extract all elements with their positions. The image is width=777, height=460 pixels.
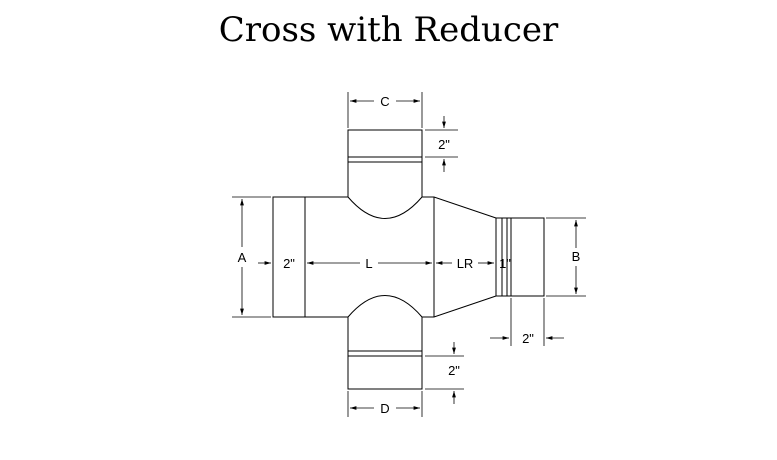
dimension-bottom-collar-label: 2": [448, 363, 460, 378]
top-branch-saddle: [347, 196, 423, 219]
dimension-d: D: [347, 391, 423, 417]
fitting-outline: [272, 129, 545, 390]
dimension-bottom-collar: 2": [425, 342, 464, 404]
dimension-l-label: L: [365, 256, 372, 271]
page-title: Cross with Reducer: [218, 10, 559, 50]
dimension-top-collar-label: 2": [438, 137, 450, 152]
dimension-left-collar-label: 2": [283, 256, 295, 271]
reducer-outlet: [495, 217, 545, 297]
dimension-chain: 2" L LR 1": [258, 256, 511, 271]
left-collar: [272, 196, 306, 318]
top-branch: [347, 129, 423, 197]
dimension-a-label: A: [238, 250, 247, 265]
dimension-lr-label: LR: [457, 256, 474, 271]
dimension-top-collar: 2": [425, 116, 458, 172]
dimension-d-label: D: [380, 401, 389, 416]
dimension-right-collar-label: 2": [522, 331, 534, 346]
body-top-right-edge: [422, 196, 497, 219]
body-bottom-right-edge: [422, 295, 497, 318]
dimension-c-label: C: [380, 94, 389, 109]
dimension-b-label: B: [572, 249, 581, 264]
bottom-branch: [347, 317, 423, 390]
dimension-c: C: [347, 92, 423, 128]
dimension-b: B: [546, 217, 586, 297]
dimension-bead-label: 1": [499, 256, 511, 271]
dimension-a: A: [232, 196, 271, 318]
bottom-branch-saddle: [347, 295, 423, 318]
dimension-right-collar: 2": [490, 298, 564, 346]
